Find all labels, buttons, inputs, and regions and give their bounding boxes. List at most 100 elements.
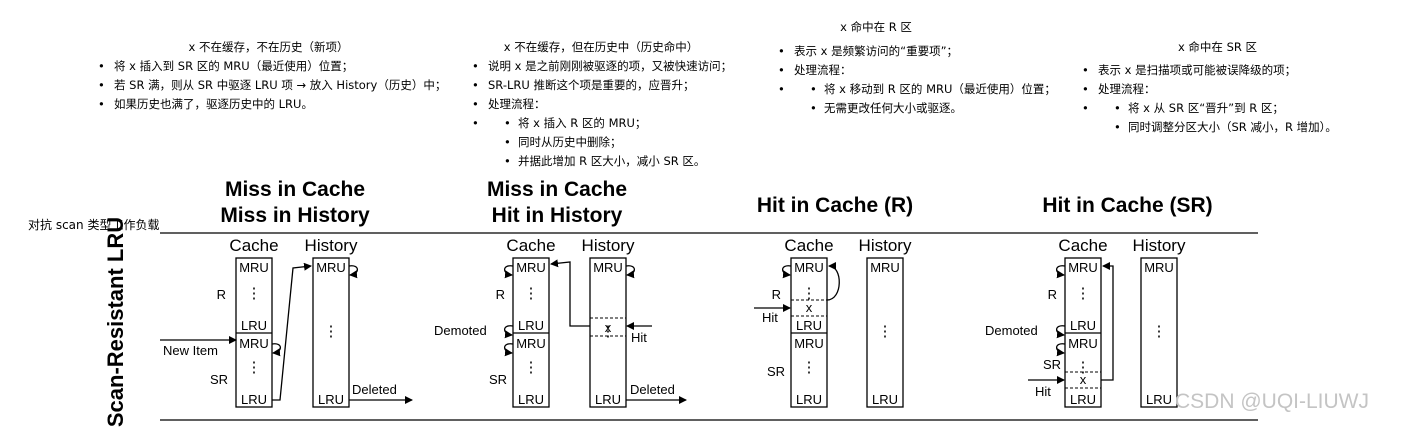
note-subbullet: 将 x 插入 R 区的 MRU； bbox=[504, 114, 780, 133]
panel-title-line: Hit in History bbox=[491, 204, 623, 227]
lru-label: LRU bbox=[318, 392, 344, 407]
dots-label: ⋮ bbox=[802, 285, 817, 302]
note-heading: x 命中在 R 区 bbox=[840, 20, 912, 34]
x-item-label: x bbox=[1080, 372, 1087, 387]
mru-label: MRU bbox=[239, 336, 269, 351]
r-label: R bbox=[772, 287, 781, 302]
recency-loop-arrow bbox=[1055, 343, 1066, 357]
mru-label: MRU bbox=[870, 260, 900, 275]
lru-label: LRU bbox=[518, 392, 544, 407]
note-bullet: 表示 x 是频繁访问的“重要项”； bbox=[778, 42, 1086, 61]
note-heading: x 不在缓存，但在历史中（历史命中） bbox=[503, 40, 699, 54]
history-heading: History bbox=[305, 236, 358, 255]
panel-title-line: Hit in Cache (R) bbox=[756, 194, 914, 217]
history-column bbox=[312, 257, 350, 408]
lru-label: LRU bbox=[1070, 392, 1096, 407]
x-item-label: x bbox=[806, 300, 813, 315]
note-bullet: 将 x 插入到 SR 区的 MRU（最近使用）位置； bbox=[98, 57, 456, 76]
mru-label: MRU bbox=[1068, 260, 1098, 275]
history-heading: History bbox=[1133, 236, 1186, 255]
history-column bbox=[866, 257, 904, 408]
x-item-label: x bbox=[605, 320, 612, 335]
history-heading: History bbox=[582, 236, 635, 255]
mru-label: MRU bbox=[1144, 260, 1174, 275]
note-hit-sr: x 命中在 SR 区 表示 x 是扫描项或可能被误降级的项； 处理流程： 将 x… bbox=[1080, 38, 1380, 137]
lru-label: LRU bbox=[595, 392, 621, 407]
history-column bbox=[1140, 257, 1178, 408]
note-subbullet: 将 x 从 SR 区“晋升”到 R 区； bbox=[1114, 99, 1380, 118]
lru-label: LRU bbox=[872, 392, 898, 407]
note-subbullet: 无需更改任何大小或驱逐。 bbox=[810, 99, 1086, 118]
recency-loop-arrow bbox=[625, 265, 636, 279]
new-item-label: New Item bbox=[163, 343, 218, 358]
lru-label: LRU bbox=[796, 392, 822, 407]
dots-label: ⋮ bbox=[524, 285, 539, 302]
promote-to-r-arrow bbox=[1101, 262, 1114, 381]
cache-heading: Cache bbox=[784, 236, 833, 255]
recency-loop-arrow bbox=[503, 343, 514, 357]
r-label: R bbox=[496, 287, 505, 302]
note-bullet: 处理流程： bbox=[472, 95, 780, 114]
dots-label: ⋮ bbox=[802, 359, 817, 376]
dots-label: ⋮ bbox=[324, 323, 339, 340]
note-sublist: 将 x 从 SR 区“晋升”到 R 区； 同时调整分区大小（SR 减小，R 增加… bbox=[1098, 99, 1380, 137]
dots-label: ⋮ bbox=[1076, 285, 1091, 302]
sr-label: SR bbox=[210, 372, 228, 387]
panel-title-hit-sr: Hit in Cache (SR) bbox=[1020, 193, 1235, 219]
panel-title-hit-r: Hit in Cache (R) bbox=[735, 193, 935, 219]
sr-label: SR bbox=[767, 364, 785, 379]
note-bullet: SR-LRU 推断这个项是重要的，应晋升； bbox=[472, 76, 780, 95]
note-subbullet: 同时调整分区大小（SR 减小，R 增加）。 bbox=[1114, 118, 1380, 137]
mru-label: MRU bbox=[516, 260, 546, 275]
note-bullet: 表示 x 是扫描项或可能被误降级的项； bbox=[1082, 61, 1380, 80]
note-sublist: 将 x 移动到 R 区的 MRU（最近使用）位置； 无需更改任何大小或驱逐。 bbox=[794, 80, 1086, 118]
recency-loop-arrow bbox=[503, 265, 514, 279]
dots-label: ⋮ bbox=[247, 285, 262, 302]
lru-label: LRU bbox=[1070, 318, 1096, 333]
note-bullets: 表示 x 是扫描项或可能被误降级的项； 处理流程： 将 x 从 SR 区“晋升”… bbox=[1080, 61, 1380, 137]
cache-heading: Cache bbox=[1058, 236, 1107, 255]
recency-loop-arrow bbox=[1055, 265, 1066, 279]
demoted-label: Demoted bbox=[985, 323, 1038, 338]
sr-label: SR bbox=[1043, 357, 1061, 372]
scan-workload-label: 对抗 scan 类型工作负载 bbox=[28, 218, 160, 232]
mru-label: MRU bbox=[794, 336, 824, 351]
note-subbullet: 同时从历史中删除； bbox=[504, 133, 780, 152]
move-to-mru-arrow bbox=[826, 262, 840, 301]
cache-heading: Cache bbox=[229, 236, 278, 255]
note-subbullet: 并据此增加 R 区大小，减小 SR 区。 bbox=[504, 152, 780, 171]
r-label: R bbox=[217, 287, 226, 302]
lru-label: LRU bbox=[796, 318, 822, 333]
recency-loop-arrow bbox=[503, 325, 514, 339]
note-bullet: 若 SR 满，则从 SR 中驱逐 LRU 项 → 放入 History（历史）中… bbox=[98, 76, 456, 95]
note-heading: x 命中在 SR 区 bbox=[1177, 40, 1258, 54]
note-sublist-wrap: 将 x 移动到 R 区的 MRU（最近使用）位置； 无需更改任何大小或驱逐。 bbox=[778, 80, 1086, 118]
panel-title-line: Hit in Cache (SR) bbox=[1042, 194, 1213, 217]
dots-label: ⋮ bbox=[247, 359, 262, 376]
mru-label: MRU bbox=[516, 336, 546, 351]
mru-label: MRU bbox=[316, 260, 346, 275]
lru-label: LRU bbox=[1146, 392, 1172, 407]
note-bullets: 说明 x 是之前刚刚被驱逐的项，又被快速访问； SR-LRU 推断这个项是重要的… bbox=[470, 57, 780, 171]
sr-label: SR bbox=[489, 372, 507, 387]
r-label: R bbox=[1048, 287, 1057, 302]
evict-to-history-arrow bbox=[272, 262, 312, 401]
note-heading: x 不在缓存，不在历史（新项） bbox=[188, 40, 349, 54]
lru-label: LRU bbox=[241, 392, 267, 407]
note-subbullet: 将 x 移动到 R 区的 MRU（最近使用）位置； bbox=[810, 80, 1086, 99]
note-sublist-wrap: 将 x 从 SR 区“晋升”到 R 区； 同时调整分区大小（SR 减小，R 增加… bbox=[1082, 99, 1380, 137]
history-heading: History bbox=[859, 236, 912, 255]
recency-loop-arrow bbox=[271, 343, 282, 357]
note-hit-r: x 命中在 R 区 表示 x 是频繁访问的“重要项”； 处理流程： 将 x 移动… bbox=[776, 18, 1086, 118]
hit-label: Hit bbox=[762, 310, 778, 325]
note-bullet: 如果历史也满了，驱逐历史中的 LRU。 bbox=[98, 95, 456, 114]
dots-label: ⋮ bbox=[1152, 323, 1167, 340]
row-title: Scan-Resistant LRU bbox=[103, 217, 128, 427]
cache-heading: Cache bbox=[506, 236, 555, 255]
note-miss-miss: x 不在缓存，不在历史（新项） 将 x 插入到 SR 区的 MRU（最近使用）位… bbox=[96, 38, 456, 114]
panel-title-line: Miss in Cache bbox=[224, 178, 366, 201]
note-bullet: 说明 x 是之前刚刚被驱逐的项，又被快速访问； bbox=[472, 57, 780, 76]
panel-title-miss-hit: Miss in Cache Hit in History bbox=[462, 177, 652, 229]
panel-title-miss-miss: Miss in Cache Miss in History bbox=[200, 177, 390, 229]
